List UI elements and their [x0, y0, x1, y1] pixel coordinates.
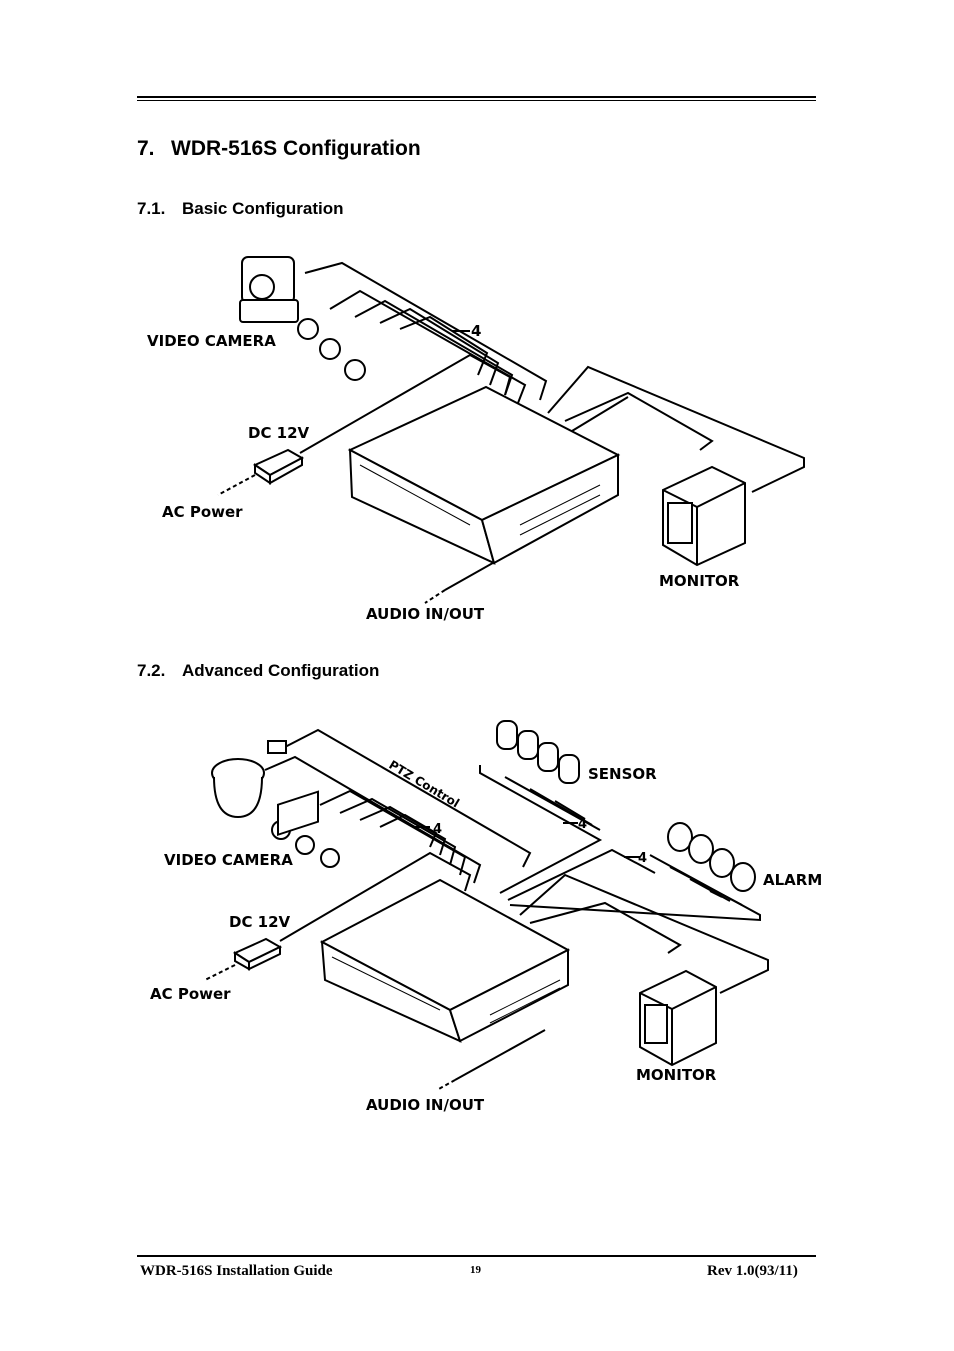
- advanced-configuration-diagram: PTZ Control SENSOR 4 4 4 ALARM VIDEO CAM…: [150, 720, 822, 1114]
- header-rule: [137, 96, 816, 98]
- section-heading: 7. WDR-516S Configuration: [137, 137, 421, 161]
- subsection-heading-basic: 7.1. Basic Configuration: [137, 199, 344, 219]
- video-camera-label: VIDEO CAMERA: [164, 851, 293, 869]
- footer-rule: [137, 1255, 816, 1257]
- audio-in-out-label: AUDIO IN/OUT: [366, 605, 485, 623]
- subsection-number: 7.1.: [137, 199, 166, 218]
- subsection-title: Advanced Configuration: [182, 661, 380, 680]
- footer-revision: Rev 1.0(93/11): [707, 1263, 798, 1279]
- camera-count-label: 4: [471, 322, 481, 340]
- subsection-heading-advanced: 7.2. Advanced Configuration: [137, 661, 379, 681]
- sensor-count-label: 4: [578, 817, 587, 832]
- subsection-number: 7.2.: [137, 661, 166, 680]
- dc-12v-label: DC 12V: [229, 913, 291, 931]
- alarm-count-label: 4: [638, 851, 647, 866]
- page-number: 19: [470, 1264, 481, 1276]
- ac-power-label: AC Power: [162, 503, 243, 521]
- monitor-label: MONITOR: [659, 572, 740, 590]
- header-rule-thin: [137, 100, 816, 101]
- audio-in-out-label: AUDIO IN/OUT: [366, 1096, 485, 1114]
- ac-power-label: AC Power: [150, 985, 231, 1003]
- footer-title: WDR-516S Installation Guide: [140, 1263, 333, 1279]
- dc-12v-label: DC 12V: [248, 424, 310, 442]
- monitor-label: MONITOR: [636, 1066, 717, 1084]
- alarm-label: ALARM: [763, 871, 822, 889]
- basic-configuration-diagram: VIDEO CAMERA 4 DC 12V AC Power MONITOR A…: [147, 256, 805, 623]
- video-camera-label: VIDEO CAMERA: [147, 332, 276, 350]
- section-number: 7.: [137, 137, 155, 160]
- ptz-control-label: PTZ Control: [386, 758, 461, 811]
- camera-count-label: 4: [433, 822, 442, 837]
- sensor-label: SENSOR: [588, 765, 657, 783]
- section-title: WDR-516S Configuration: [171, 137, 421, 160]
- subsection-title: Basic Configuration: [182, 199, 344, 218]
